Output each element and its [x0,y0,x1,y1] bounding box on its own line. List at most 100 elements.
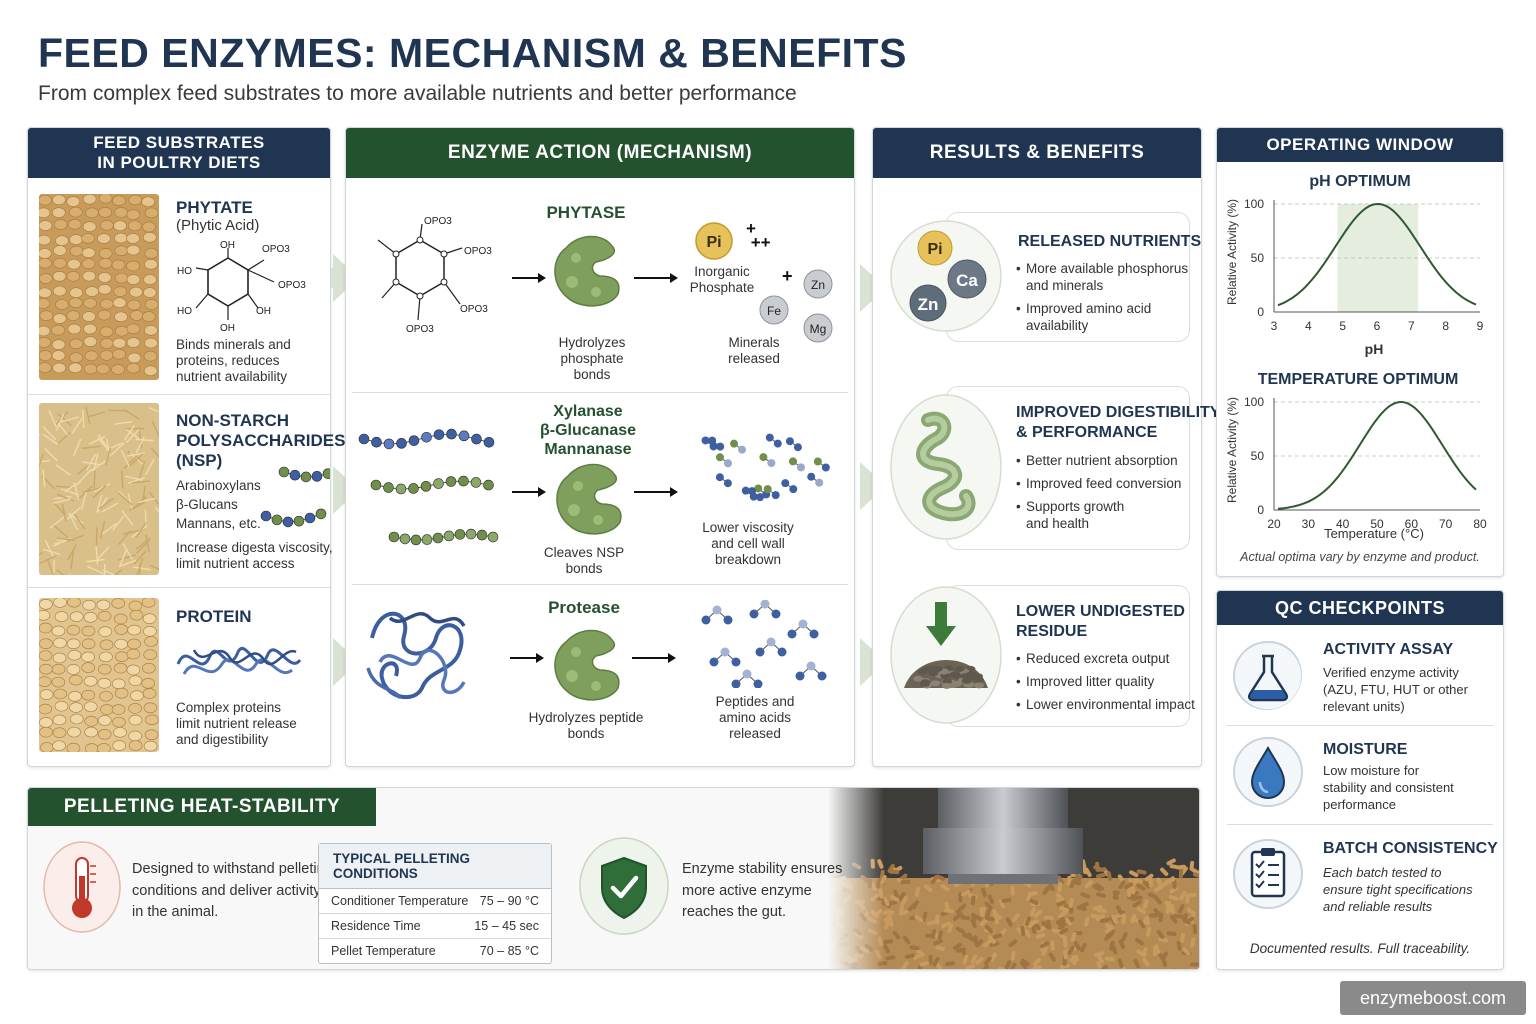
svg-text:3: 3 [1271,319,1278,333]
residue-title: LOWER UNDIGESTED RESIDUE [1016,603,1185,640]
nsp-item-mannans: Mannans, etc. [176,516,261,531]
svg-text:0: 0 [1257,305,1264,319]
svg-text:100: 100 [1244,197,1264,211]
peptide-caption: Peptides and amino acids released [715,694,795,741]
temp-ylabel: Relative Activity (%) [1225,397,1239,503]
svg-text:100: 100 [1244,395,1264,409]
svg-text:20: 20 [1267,517,1281,531]
zn-ion-icon: Zn [803,269,833,299]
svg-text:Mg: Mg [810,322,827,336]
svg-text:Pi: Pi [927,241,942,258]
digestibility-bullets: Better nutrient absorption Improved feed… [1016,452,1181,538]
svg-text:9: 9 [1477,319,1484,333]
grain-image [39,598,159,752]
svg-text:OPO3: OPO3 [464,246,492,257]
svg-text:Pi: Pi [706,234,721,251]
protein-molecule [366,611,466,700]
site-watermark[interactable]: enzymeboost.com [1340,981,1526,1015]
ph-chart-title: pH OPTIMUM [1309,173,1411,190]
batch-title: BATCH CONSISTENCY [1323,840,1498,857]
svg-text:50: 50 [1251,449,1265,463]
water-drop-icon [1233,737,1303,807]
temp-xlabel: Temperature (°C) [1324,526,1424,541]
nsp-chain-icon [260,466,330,528]
oh-label-2: OH [256,306,271,317]
flask-icon [1233,641,1302,710]
mechanism-heading: ENZYME ACTION (MECHANISM) [346,128,854,178]
arrow-right-icon [512,487,546,497]
activity-assay-text: Verified enzyme activity (AZU, FTU, HUT … [1323,665,1468,714]
svg-text:8: 8 [1442,319,1449,333]
enzyme-blob-icon [554,235,620,307]
results-heading: RESULTS & BENEFITS [873,128,1201,178]
arrow-right-icon [634,273,678,283]
nsp-caption: Cleaves NSP bonds [543,545,625,576]
ph-ylabel: Relative Activity (%) [1225,199,1239,305]
peptide-fragments [701,600,827,688]
nutrients-icon: Pi Ca Zn [890,220,1002,332]
opo-label-1: OPO3 [262,244,290,255]
clipboard-icon [1233,839,1303,909]
nsp-items: Arabinoxylans β-Glucans Mannans, etc. [176,476,261,533]
enzyme-blob-icon [556,463,622,535]
released-nutrients-title: RELEASED NUTRIENTS [1018,233,1202,250]
ph-xlabel: pH [1365,341,1384,357]
moisture-title: MOISTURE [1323,741,1408,758]
optima-note: Actual optima vary by enzyme and product… [1240,550,1480,564]
minerals-caption: Minerals released [728,335,780,366]
soybean-image [39,194,159,380]
residue-pile-icon [890,586,1002,724]
nsp-enzymes-label: Xylanase β-Glucanase Mannanase [539,403,637,458]
opo-label-2: OPO3 [278,280,306,291]
enzyme-blob-icon [554,629,620,701]
operating-window-panel: OPERATING WINDOW [1216,127,1504,577]
operating-window-heading: OPERATING WINDOW [1217,128,1503,162]
arrow-right-icon [512,273,546,283]
pelleting-desc: Designed to withstand pelleting conditio… [132,861,333,920]
stability-text: Enzyme stability ensures more active enz… [682,861,843,920]
protein-desc: Complex proteins limit nutrient release … [176,700,297,747]
batch-text: Each batch tested to ensure tight specif… [1323,865,1473,914]
qc-footer: Documented results. Full traceability. [1249,941,1471,956]
straw-image [39,403,159,575]
fe-ion-icon: Fe [759,295,789,325]
svg-text:50: 50 [1251,251,1265,265]
shield-check-icon [579,837,669,935]
svg-text:60: 60 [1405,517,1419,531]
table-title: TYPICAL PELLETING CONDITIONS [319,844,551,889]
svg-text:OPO3: OPO3 [460,304,488,315]
svg-text:OPO3: OPO3 [406,324,434,335]
svg-text:5: 5 [1339,319,1346,333]
nsp-chains [358,428,499,546]
phytate-title: PHYTATE [176,198,253,217]
phytate-subtitle: (Phytic Acid) [176,217,260,234]
phosphate-icon: Pi [695,222,733,260]
digestibility-title: IMPROVED DIGESTIBILITY & PERFORMANCE [1016,404,1221,441]
arrow-right-icon [634,487,678,497]
phytate-molecule: OPO3 OPO3 OPO3 OPO3 [377,216,492,335]
thermometer-icon [43,841,121,933]
nsp-fragments [701,433,830,502]
pelleting-conditions-table: TYPICAL PELLETING CONDITIONS Conditioner… [318,843,552,964]
arrow-right-icon [510,653,544,663]
svg-text:40: 40 [1336,517,1350,531]
page-title: FEED ENZYMES: MECHANISM & BENEFITS [38,30,907,76]
nsp-item-arabinoxylans: Arabinoxylans [176,478,261,493]
svg-text:50: 50 [1370,517,1384,531]
arrow-right-icon [632,653,676,663]
residue-bullets: Reduced excreta output Improved litter q… [1016,650,1195,719]
phytase-label: PHYTASE [546,203,626,222]
phytase-caption: Hydrolyzes phosphate bonds [558,335,626,382]
ho-label-1: HO [177,266,192,277]
substrates-heading: FEED SUBSTRATES IN POULTRY DIETS [28,128,330,178]
nsp-output-caption: Lower viscosity and cell wall breakdown [702,520,794,567]
intestine-icon [890,394,1002,540]
svg-text:6: 6 [1374,319,1381,333]
protease-caption: Hydrolyzes peptide bonds [528,710,644,741]
svg-text:80: 80 [1473,517,1487,531]
protein-fold-icon [176,647,302,675]
